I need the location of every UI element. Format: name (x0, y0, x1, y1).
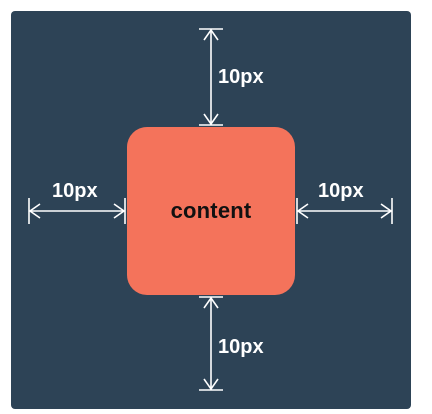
left-measure-label: 10px (52, 180, 98, 202)
bottom-measure-label: 10px (218, 336, 264, 358)
top-spacing-arrow (199, 28, 223, 126)
top-measure-label: 10px (218, 66, 264, 88)
right-measure-label: 10px (318, 180, 364, 202)
right-spacing-arrow (296, 198, 393, 224)
left-spacing-arrow (28, 198, 126, 224)
content-box: content (127, 127, 295, 295)
content-label: content (170, 198, 252, 223)
bottom-spacing-arrow (199, 296, 223, 391)
